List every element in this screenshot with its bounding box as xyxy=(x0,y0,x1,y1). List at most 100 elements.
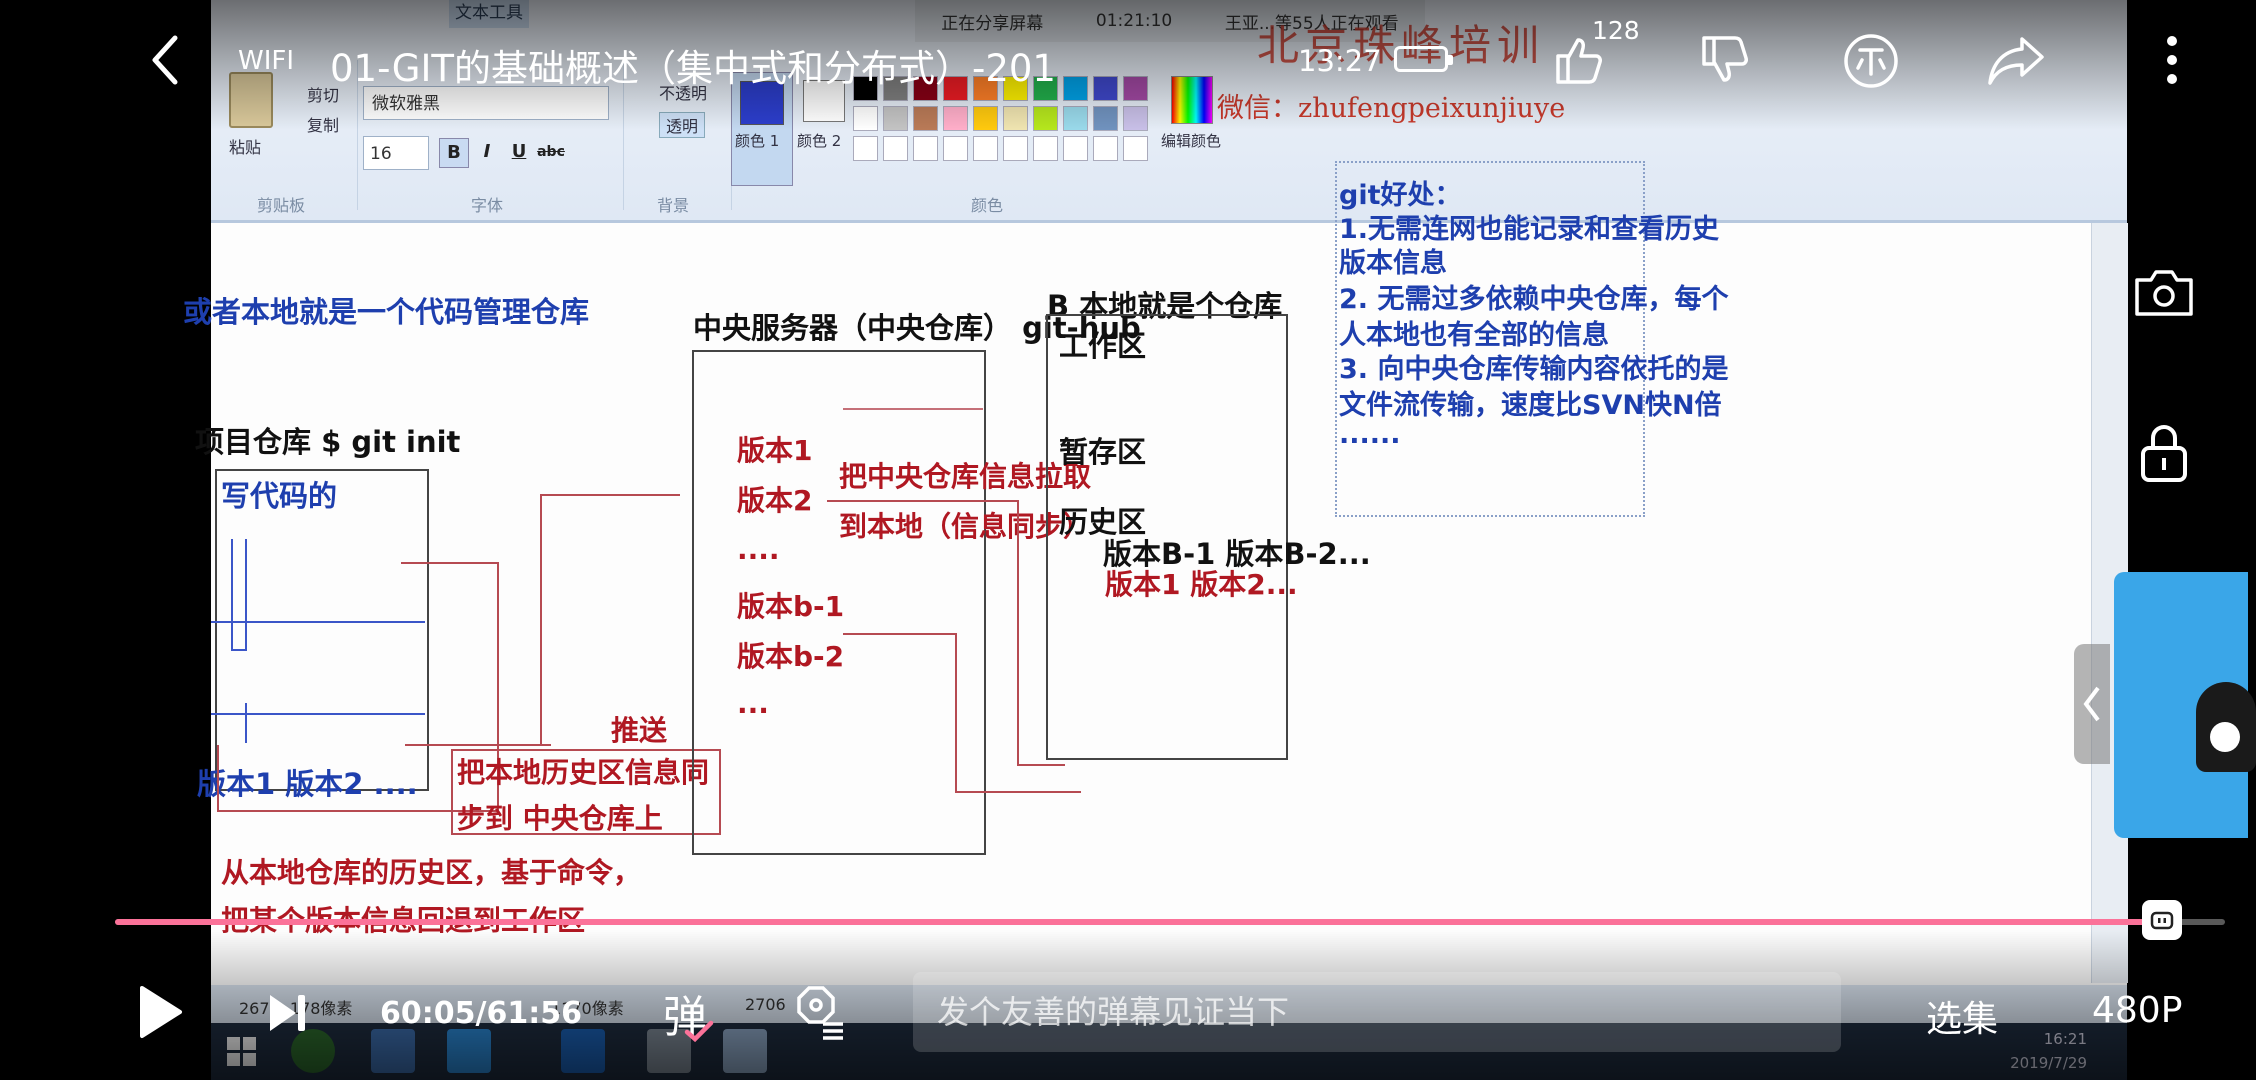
b-stage-area: 暂存区 xyxy=(1059,435,1147,469)
progress-thumb[interactable] xyxy=(2141,900,2182,940)
danmaku-input[interactable]: 发个友善的弹幕见证当下 xyxy=(913,972,1841,1052)
central-item: 版本b-1 xyxy=(737,590,845,623)
bold-button[interactable]: B xyxy=(439,138,469,168)
central-item: ... xyxy=(737,687,769,720)
rollback-line1: 从本地仓库的历史区，基于命令， xyxy=(221,856,642,889)
b-repo-box xyxy=(1046,314,1288,760)
push-desc-box xyxy=(451,749,721,835)
project-label: 项目仓库 $ git init xyxy=(195,425,461,459)
b-versions-out: 版本1 版本2... xyxy=(1105,568,1298,601)
font-group-label: 字体 xyxy=(471,196,504,215)
video-title: 01-GIT的基础概述（集中式和分布式）-201 xyxy=(330,47,1056,90)
paste-label: 粘贴 xyxy=(229,138,262,157)
project-box xyxy=(215,469,429,791)
coin-button[interactable] xyxy=(1840,30,1902,92)
strike-button[interactable]: abc xyxy=(537,144,565,160)
clock: 13:27 xyxy=(1298,44,1382,78)
benefits-textbox[interactable] xyxy=(1335,161,1645,517)
underline-button[interactable]: U xyxy=(511,141,527,162)
color1-label: 颜色 1 xyxy=(735,132,780,150)
mascot-floating-window[interactable] xyxy=(2114,572,2256,838)
bilibili-tv-icon xyxy=(2150,911,2173,930)
chevron-left-icon xyxy=(2083,686,2100,722)
danmaku-toggle-button[interactable]: 弹 xyxy=(650,978,720,1048)
benefit-line: 版本信息 xyxy=(1339,248,1447,279)
like-count: 128 xyxy=(1592,16,1640,45)
app-icon[interactable] xyxy=(561,1029,605,1073)
central-item: .... xyxy=(737,533,780,566)
coin-icon xyxy=(1844,34,1898,88)
benefit-line: 3. 向中央仓库传输内容依托的是 xyxy=(1339,354,1729,385)
canvas-scrollbar[interactable] xyxy=(2091,223,2128,983)
b-work-area: 工作区 xyxy=(1059,329,1147,363)
central-box xyxy=(692,350,986,855)
taskbar-clock: 16:21 2019/7/29 xyxy=(2010,1030,2087,1072)
tool-title: 文本工具 xyxy=(449,0,529,28)
camera-icon xyxy=(2135,270,2193,316)
share-arrow-icon xyxy=(1988,37,2044,85)
b-history-area: 历史区 xyxy=(1059,505,1147,539)
push-desc-line1: 把本地历史区信息同 xyxy=(457,756,710,789)
copy-label: 复制 xyxy=(307,116,340,135)
back-button[interactable] xyxy=(140,30,190,90)
push-label: 推送 xyxy=(611,714,668,747)
skip-next-icon xyxy=(270,995,305,1031)
video-frame[interactable]: 文本工具 正在分享屏幕 01:21:10 王亚...等55人正在观看 粘贴 剪切… xyxy=(183,0,2128,1080)
time-display: 60:05/61:56 xyxy=(380,996,582,1031)
b-versions: 版本B-1 版本B-2... xyxy=(1103,537,1371,571)
pull-desc-line2: 到本地（信息同步） xyxy=(839,510,1092,543)
thumbs-up-icon xyxy=(1556,38,1602,84)
paint-canvas[interactable]: 或者本地就是一个代码管理仓库 项目仓库 $ git init 写代码的 版本1 … xyxy=(183,161,2128,1023)
benefit-line: 文件流传输，速度比SVN快N倍 xyxy=(1339,390,1722,421)
danmaku-settings-button[interactable] xyxy=(782,980,850,1046)
share-status: 正在分享屏幕 xyxy=(941,13,1044,34)
danmaku-settings-icon xyxy=(797,986,843,1040)
play-button[interactable] xyxy=(132,980,188,1044)
italic-button[interactable]: I xyxy=(483,141,491,162)
paint-app-icon[interactable] xyxy=(723,1029,767,1073)
benefit-line: git好处： xyxy=(1339,180,1462,211)
back-arrow-icon xyxy=(152,35,178,85)
windows-start-icon[interactable] xyxy=(225,1035,259,1069)
b-repo-title: B 本地就是个仓库 xyxy=(1047,289,1283,323)
more-options-button[interactable] xyxy=(2148,28,2196,92)
app-icon[interactable] xyxy=(371,1029,415,1073)
central-item: 版本1 xyxy=(737,434,813,467)
share-button[interactable] xyxy=(1984,30,2048,92)
next-button[interactable] xyxy=(262,988,314,1038)
vscode-icon[interactable] xyxy=(447,1029,491,1073)
like-button[interactable] xyxy=(1548,28,1612,92)
edit-colors-button[interactable] xyxy=(1171,76,1213,124)
write-code-label: 写代码的 xyxy=(221,479,338,513)
benefit-line: 1.无需连网也能记录和查看历史 xyxy=(1339,214,1720,245)
progress-fill xyxy=(115,919,2162,925)
screenshot-button[interactable] xyxy=(2132,262,2196,322)
more-vertical-icon xyxy=(2167,36,2177,84)
font-size-select[interactable]: 16 xyxy=(363,136,429,170)
benefit-line: 人本地也有全部的信息 xyxy=(1339,320,1609,351)
background-group-label: 背景 xyxy=(657,196,690,215)
lock-screen-button[interactable] xyxy=(2136,420,2192,486)
thumbs-down-icon xyxy=(1702,36,1748,82)
checkmark-icon xyxy=(684,1020,714,1043)
transparent-option[interactable]: 透明 xyxy=(659,112,706,138)
benefit-line: 2. 无需过多依赖中央仓库，每个 xyxy=(1339,284,1729,315)
watermark-wechat: 微信：zhufengpeixunjiuye xyxy=(1217,93,1566,124)
clipboard-group-label: 剪贴板 xyxy=(257,196,306,215)
pull-desc-line1: 把中央仓库信息拉取 xyxy=(839,460,1092,493)
central-item: 版本b-2 xyxy=(737,640,845,673)
lock-icon xyxy=(2141,425,2187,482)
progress-bar[interactable] xyxy=(115,900,2225,940)
central-title: 中央服务器（中央仓库） git-hub xyxy=(693,311,1141,345)
share-timer: 01:21:10 xyxy=(1095,11,1173,31)
quality-button[interactable]: 480P xyxy=(2092,990,2183,1031)
benefit-line: ...... xyxy=(1339,419,1401,450)
episodes-button[interactable]: 选集 xyxy=(1926,999,1999,1040)
push-desc-line2: 步到 中央仓库上 xyxy=(457,802,663,835)
side-panel-handle[interactable] xyxy=(2074,644,2110,764)
central-item: 版本2 xyxy=(737,484,813,517)
dislike-button[interactable] xyxy=(1694,28,1758,92)
local-versions: 版本1 版本2 .... xyxy=(197,767,418,801)
battery-icon xyxy=(1394,46,1453,72)
left-heading: 或者本地就是一个代码管理仓库 xyxy=(183,295,590,329)
